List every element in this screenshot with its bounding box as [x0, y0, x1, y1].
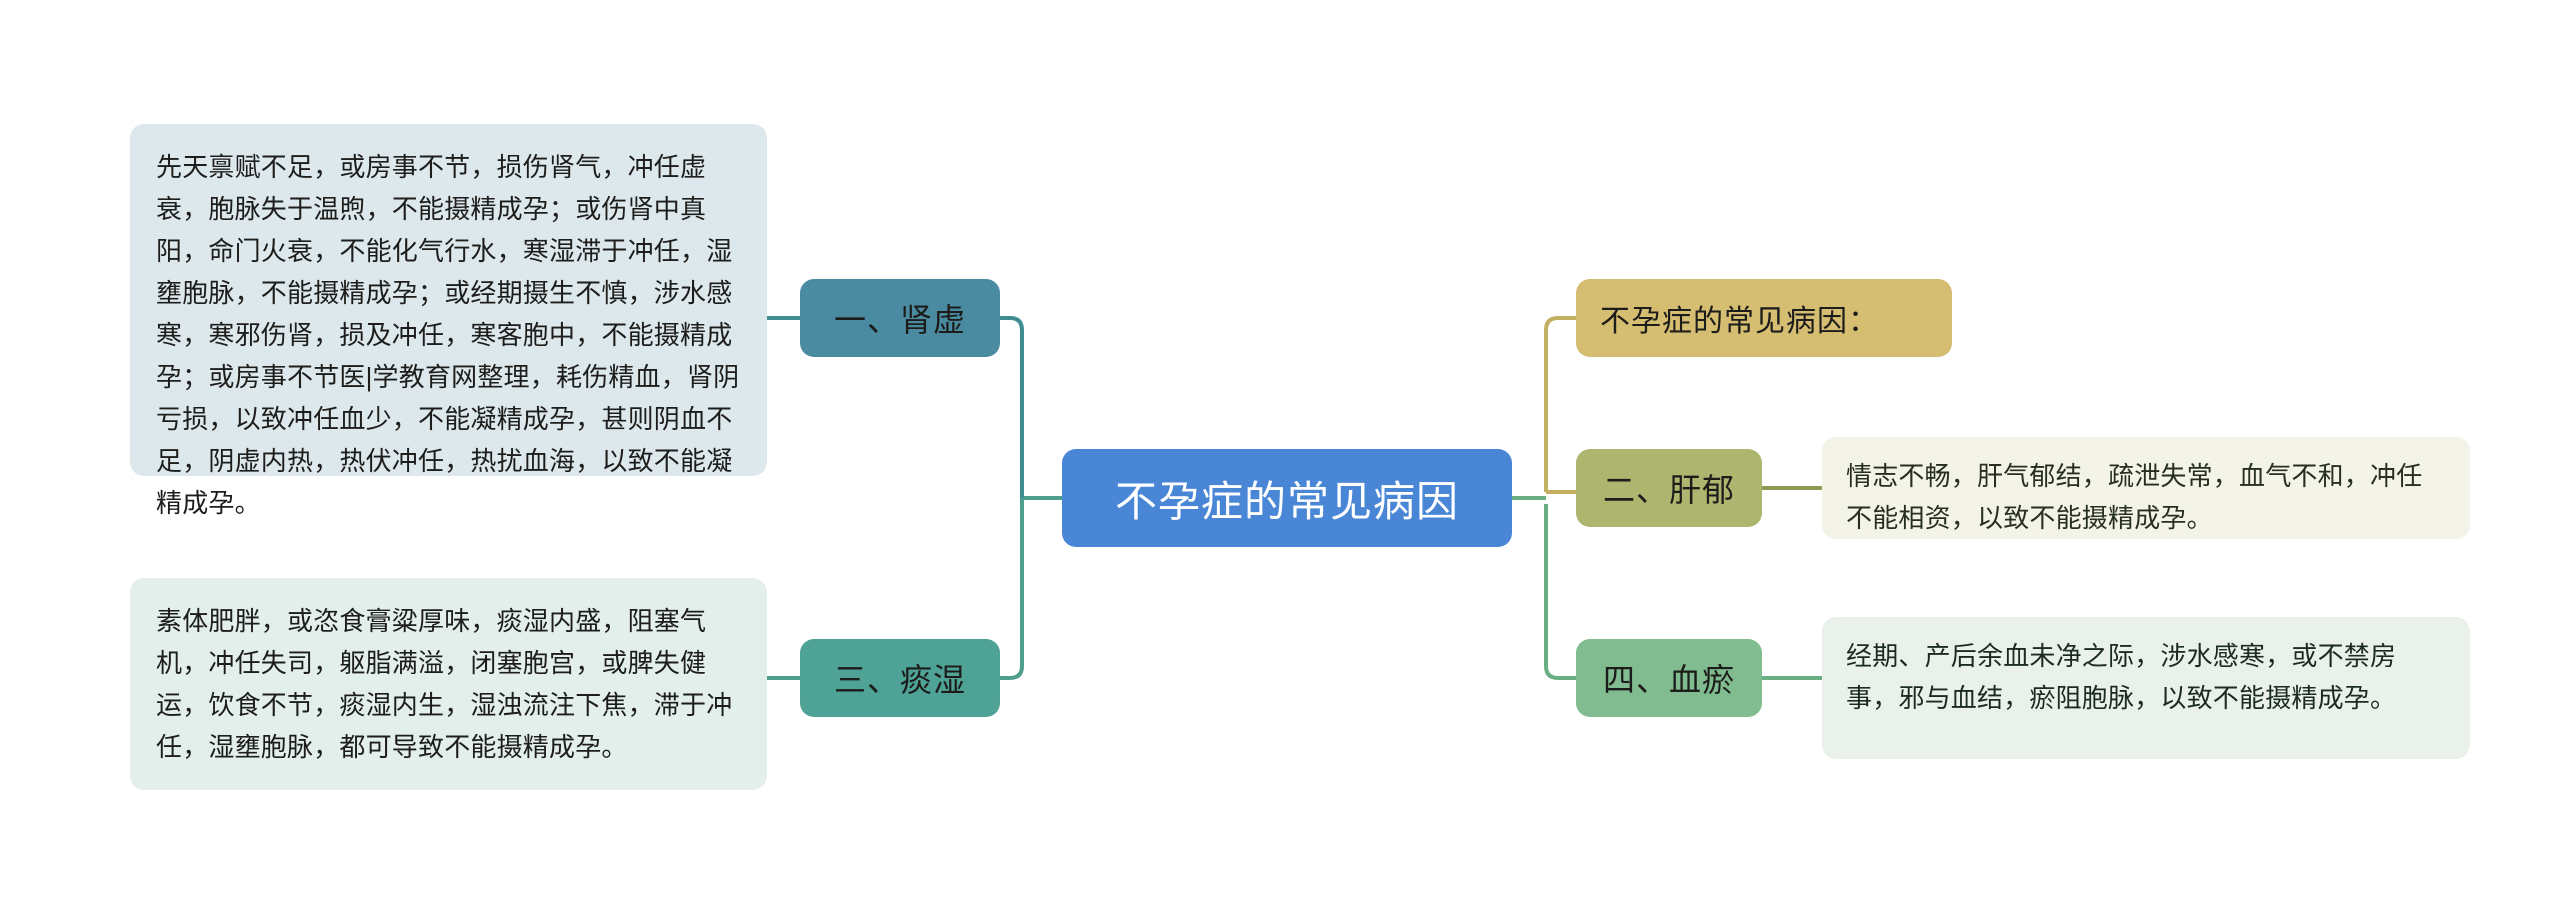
- root-node[interactable]: 不孕症的常见病因: [1062, 449, 1512, 547]
- detail-text-xueyu: 经期、产后余血未净之际，涉水感寒，或不禁房事，邪与血结，瘀阻胞脉，以致不能摄精成…: [1846, 641, 2397, 713]
- wire-to-shenxu: [1000, 316, 1024, 498]
- branch-node-shenxu[interactable]: 一、肾虚: [800, 279, 1000, 357]
- branch-node-xueyu[interactable]: 四、血瘀: [1576, 639, 1762, 717]
- branch-label-xueyu: 四、血瘀: [1602, 662, 1735, 698]
- branch-node-ganyu[interactable]: 二、肝郁: [1576, 449, 1762, 527]
- detail-text-tanshi: 素体肥胖，或恣食膏粱厚味，痰湿内盛，阻塞气机，冲任失司，躯脂满溢，闭塞胞宫，或脾…: [156, 606, 733, 762]
- detail-panel-tanshi: 素体肥胖，或恣食膏粱厚味，痰湿内盛，阻塞气机，冲任失司，躯脂满溢，闭塞胞宫，或脾…: [130, 578, 767, 790]
- branch-label-tanshi: 三、痰湿: [833, 662, 966, 698]
- branch-node-tanshi[interactable]: 三、痰湿: [800, 639, 1000, 717]
- detail-panel-shenxu: 先天禀赋不足，或房事不节，损伤肾气，冲任虚衰，胞脉失于温煦，不能摄精成孕；或伤肾…: [130, 124, 767, 518]
- branch-label-ganyu: 二、肝郁: [1602, 472, 1735, 508]
- title-node-label: 不孕症的常见病因：: [1600, 305, 1879, 338]
- detail-panel-xueyu: 经期、产后余血未净之际，涉水感寒，或不禁房事，邪与血结，瘀阻胞脉，以致不能摄精成…: [1822, 617, 2470, 759]
- wire-to-xueyu: [1544, 504, 1576, 680]
- title-node[interactable]: 不孕症的常见病因：: [1576, 279, 1952, 357]
- detail-text-shenxu: 先天禀赋不足，或房事不节，损伤肾气，冲任虚衰，胞脉失于温煦，不能摄精成孕；或伤肾…: [156, 152, 740, 518]
- wire-to-tanshi: [1000, 498, 1024, 680]
- wire-to-title: [1544, 316, 1576, 492]
- detail-panel-ganyu: 情志不畅，肝气郁结，疏泄失常，血气不和，冲任不能相资，以致不能摄精成孕。: [1822, 437, 2470, 539]
- detail-text-ganyu: 情志不畅，肝气郁结，疏泄失常，血气不和，冲任不能相资，以致不能摄精成孕。: [1846, 461, 2423, 533]
- root-node-label: 不孕症的常见病因: [1114, 477, 1459, 525]
- branch-label-shenxu: 一、肾虚: [833, 302, 966, 338]
